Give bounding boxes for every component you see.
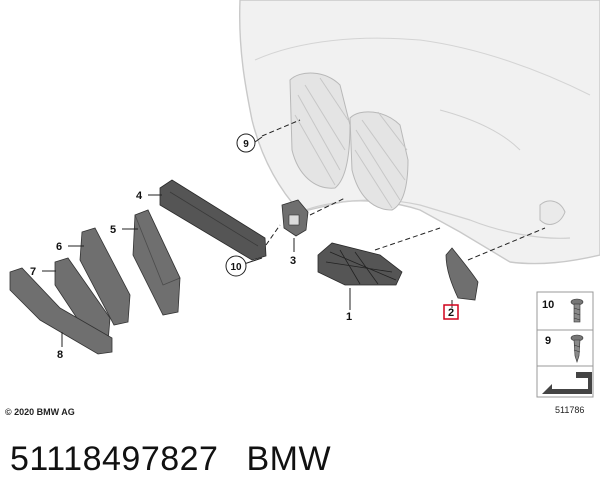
brand-name: BMW: [246, 440, 332, 478]
part-3-bracket: [281, 199, 309, 237]
legend-item-9: 9: [545, 335, 551, 347]
legend-item-10: 10: [542, 299, 554, 311]
part-4-bracket: [159, 179, 267, 261]
part-6-plate: [79, 227, 131, 326]
callout-8: 8: [57, 349, 63, 361]
callout-5: 5: [110, 224, 116, 236]
part-footer: 51118497827 BMW: [10, 440, 331, 479]
part-8-plate: [9, 267, 113, 355]
callout-7: 7: [30, 266, 36, 278]
callout-4: 4: [136, 190, 143, 202]
callout-10: 10: [225, 255, 247, 277]
screw-9-icon: [570, 334, 584, 363]
arrow-icon: [542, 372, 592, 394]
kidney-grille-right: [349, 111, 409, 211]
fastener-legend: 10 9: [536, 291, 594, 398]
svg-text:10: 10: [230, 262, 242, 273]
part-5-plate-base: [132, 209, 181, 316]
front-bumper-body: [239, 0, 600, 265]
callout-2-highlighted: 2: [443, 304, 459, 320]
callout-3: 3: [290, 255, 296, 267]
callout-1: 1: [346, 311, 352, 323]
callout-6: 6: [56, 241, 62, 253]
svg-text:9: 9: [243, 139, 249, 150]
parts-diagram: 4 5 6 7 8 3 1 9 10 2 10 9 5: [9, 0, 600, 415]
svg-text:2: 2: [448, 307, 454, 319]
callout-9: 9: [236, 133, 256, 153]
copyright-notice: © 2020 BMW AG: [5, 407, 75, 417]
part-2-air-guide: [445, 247, 479, 301]
screw-10-icon: [570, 298, 584, 323]
part-number: 51118497827: [10, 440, 219, 478]
diagram-number: 511786: [555, 405, 584, 415]
kidney-grille-left: [289, 72, 351, 189]
part-1-grille-insert: [317, 242, 403, 286]
